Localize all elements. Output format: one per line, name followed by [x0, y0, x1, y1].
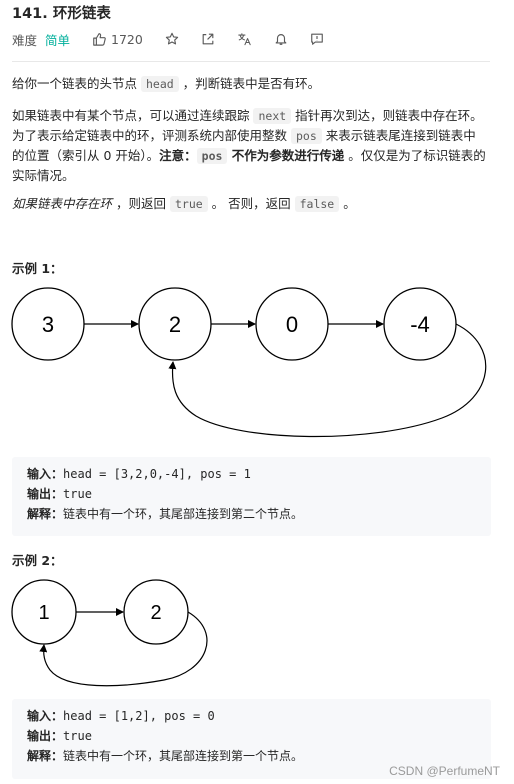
thumbs-up-icon [93, 33, 106, 46]
problem-title: 141. 环形链表 [12, 6, 111, 22]
inline-code: pos [290, 128, 322, 144]
list-node: 2 [123, 579, 189, 645]
svg-text:1: 1 [38, 602, 49, 624]
svg-text:2: 2 [169, 312, 181, 337]
example-2-label: 示例 2： [12, 553, 63, 568]
translate-button[interactable] [237, 32, 252, 46]
description-paragraph-3: 如果链表中存在环 ，则返回 true 。 否则，返回 false 。 [12, 196, 356, 212]
like-button[interactable]: 1720 [92, 32, 143, 47]
example-2-diagram: 1 2 [11, 579, 208, 687]
example-1-label: 示例 1： [12, 261, 63, 276]
inline-code: true [169, 196, 208, 212]
share-icon [202, 33, 214, 45]
difficulty-label: 难度 [12, 32, 38, 48]
bell-icon [275, 34, 287, 45]
svg-text:-4: -4 [410, 312, 430, 337]
problem-meta-bar: 难度 简单 1720 [12, 30, 324, 48]
list-node: -4 [383, 287, 457, 361]
example-2-code-block: 输入：head = [1,2], pos = 0 输出：true 解释：链表中有… [12, 699, 491, 779]
inline-code: next [253, 108, 292, 124]
list-node: 3 [11, 287, 85, 361]
inline-code: head [140, 76, 179, 92]
feedback-button[interactable] [310, 32, 324, 46]
feedback-icon [311, 33, 323, 45]
svg-text:2: 2 [150, 602, 161, 624]
description-paragraph-2: 如果链表中有某个节点，可以通过连续跟踪 next 指针再次到达，则链表中存在环。… [12, 108, 486, 183]
header-divider [12, 61, 490, 62]
favorite-button[interactable] [165, 32, 179, 46]
description-paragraph-1: 给你一个链表的头节点 head ，判断链表中是否有环。 [12, 76, 321, 92]
star-icon [165, 32, 179, 45]
example-1-code-block: 输入：head = [3,2,0,-4], pos = 1 输出：true 解释… [12, 457, 491, 536]
share-button[interactable] [201, 32, 215, 46]
svg-text:0: 0 [286, 312, 298, 337]
inline-code: false [294, 196, 340, 212]
cycle-arrow [39, 611, 208, 687]
inline-code: pos [196, 148, 228, 164]
svg-text:3: 3 [42, 312, 54, 337]
list-node: 2 [138, 287, 212, 361]
cycle-arrow [168, 323, 487, 438]
translate-icon [238, 33, 251, 46]
example-1-diagram: 3 2 0 -4 [11, 287, 487, 438]
like-count: 1720 [111, 31, 143, 47]
list-node: 1 [11, 579, 77, 645]
list-node: 0 [255, 287, 329, 361]
difficulty-badge: 简单 [45, 32, 71, 48]
watermark: CSDN @PerfumeNT [389, 764, 500, 778]
notification-button[interactable] [274, 32, 288, 46]
